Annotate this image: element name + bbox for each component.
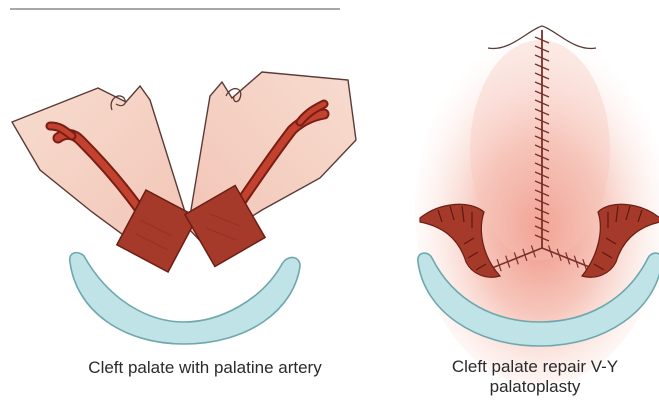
left-panel-caption: Cleft palate with palatine artery	[40, 358, 370, 378]
left-alveolar-arch	[70, 253, 300, 344]
right-panel-vy-palatoplasty	[415, 26, 659, 385]
right-caption-line-2: palatoplasty	[410, 377, 659, 397]
right-caption-line-1: Cleft palate repair V-Y	[410, 357, 659, 377]
left-panel-cleft-palate	[12, 72, 356, 344]
right-panel-caption: Cleft palate repair V-Y palatoplasty	[410, 357, 659, 397]
